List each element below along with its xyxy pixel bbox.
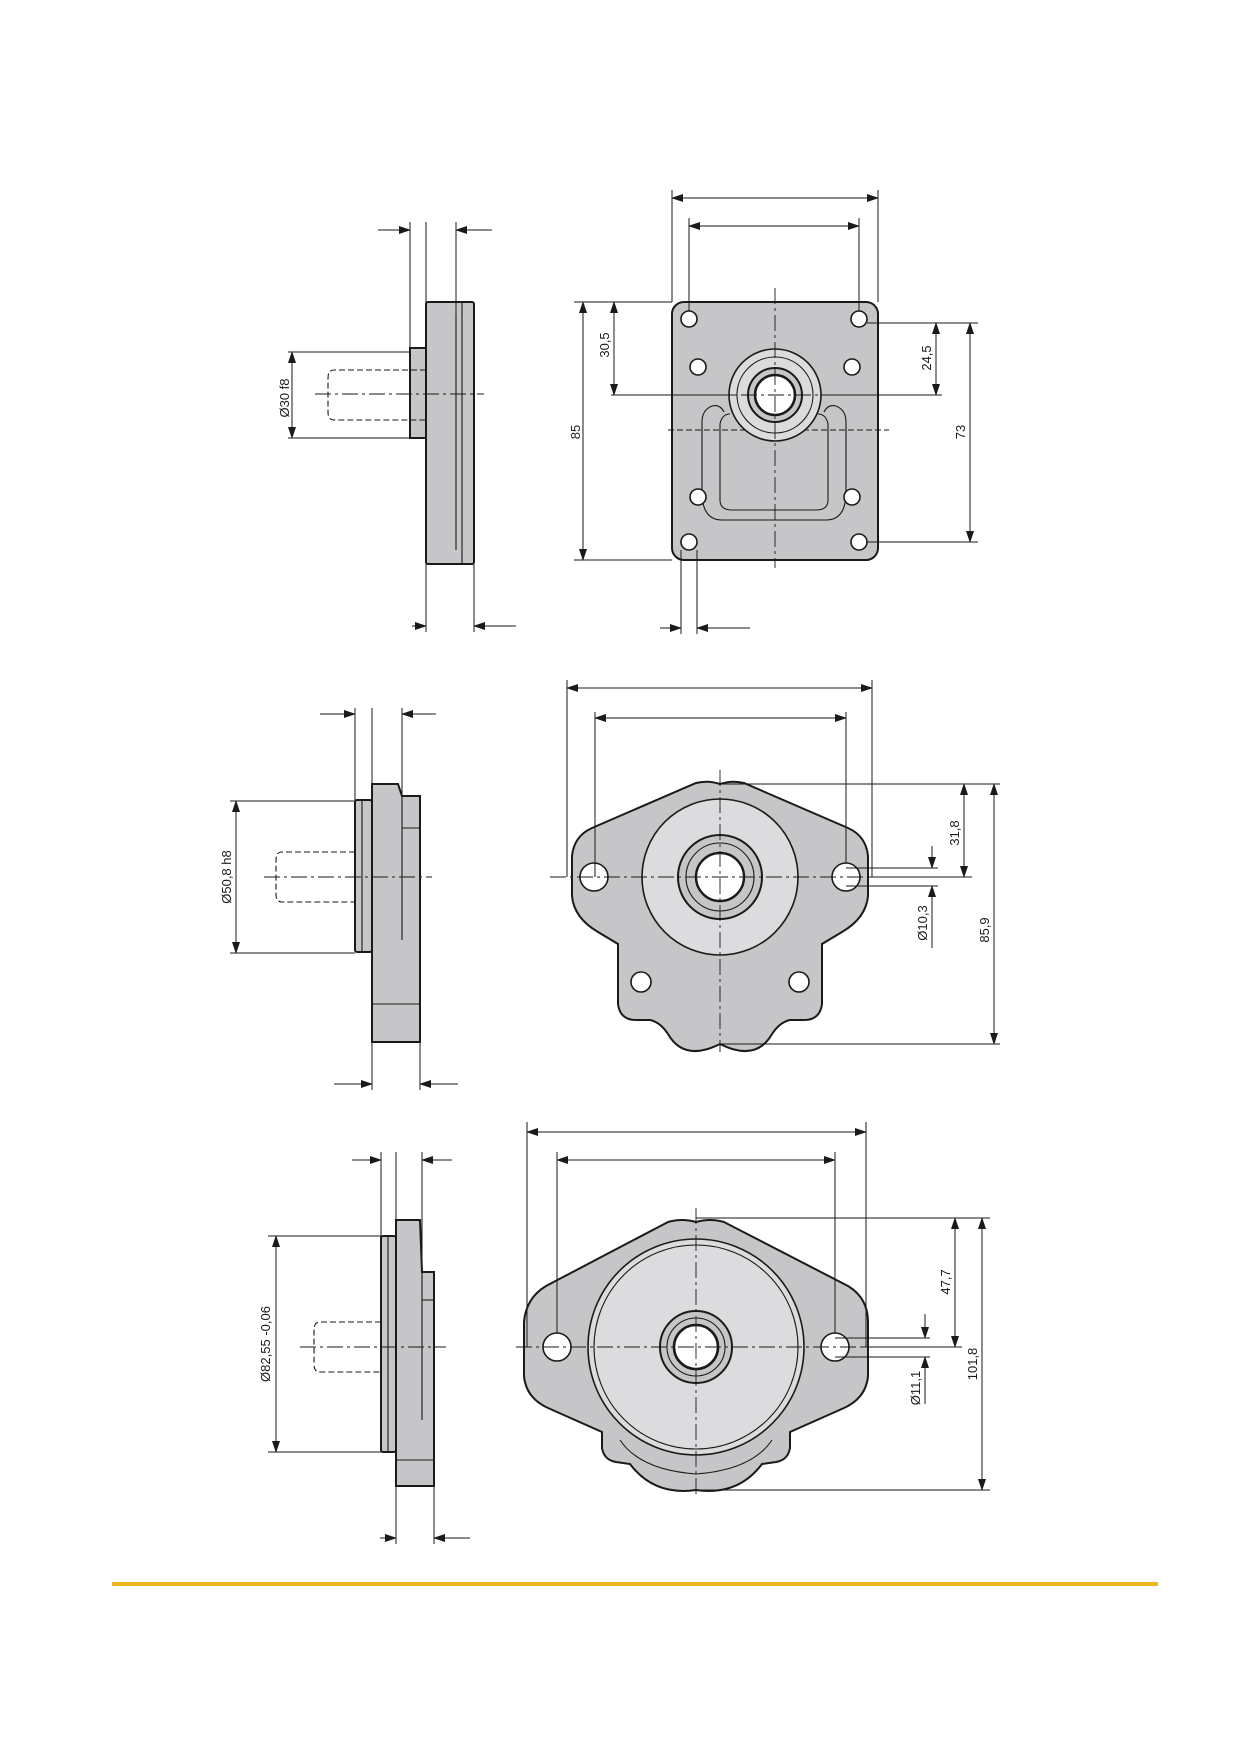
view3-side-profile: Ø82,55 -0,06 — [258, 1152, 470, 1544]
rect-center-from-top-label: 30,5 — [597, 332, 612, 357]
pilot-diameter-small-label: Ø50,8 h8 — [219, 850, 234, 904]
view2-side-profile: Ø50,8 h8 — [219, 708, 458, 1090]
rect-bolt-spacing-label: 73 — [953, 425, 968, 439]
large-height-label: 101,8 — [965, 1348, 980, 1381]
view1-front-rectangular-flange: 85 30,5 24,5 73 — [568, 190, 978, 634]
small-bolt-hole-label: Ø10,3 — [915, 905, 930, 940]
rect-height-label: 85 — [568, 425, 583, 439]
rect-upper-bolt-label: 24,5 — [919, 345, 934, 370]
view2-front-oval-flange: 31,8 85,9 Ø10,3 — [550, 680, 1000, 1052]
small-height-label: 85,9 — [977, 917, 992, 942]
pilot-diameter-large-label: Ø82,55 -0,06 — [258, 1306, 273, 1382]
view1-side-profile: Ø30 f8 — [277, 222, 516, 632]
large-center-from-top-label: 47,7 — [938, 1269, 953, 1294]
view3-front-oval-flange: 47,7 101,8 Ø11,1 — [516, 1122, 990, 1498]
small-center-from-top-label: 31,8 — [947, 820, 962, 845]
shaft-diameter-label: Ø30 f8 — [277, 378, 292, 417]
large-bolt-hole-label: Ø11,1 — [908, 1371, 923, 1405]
